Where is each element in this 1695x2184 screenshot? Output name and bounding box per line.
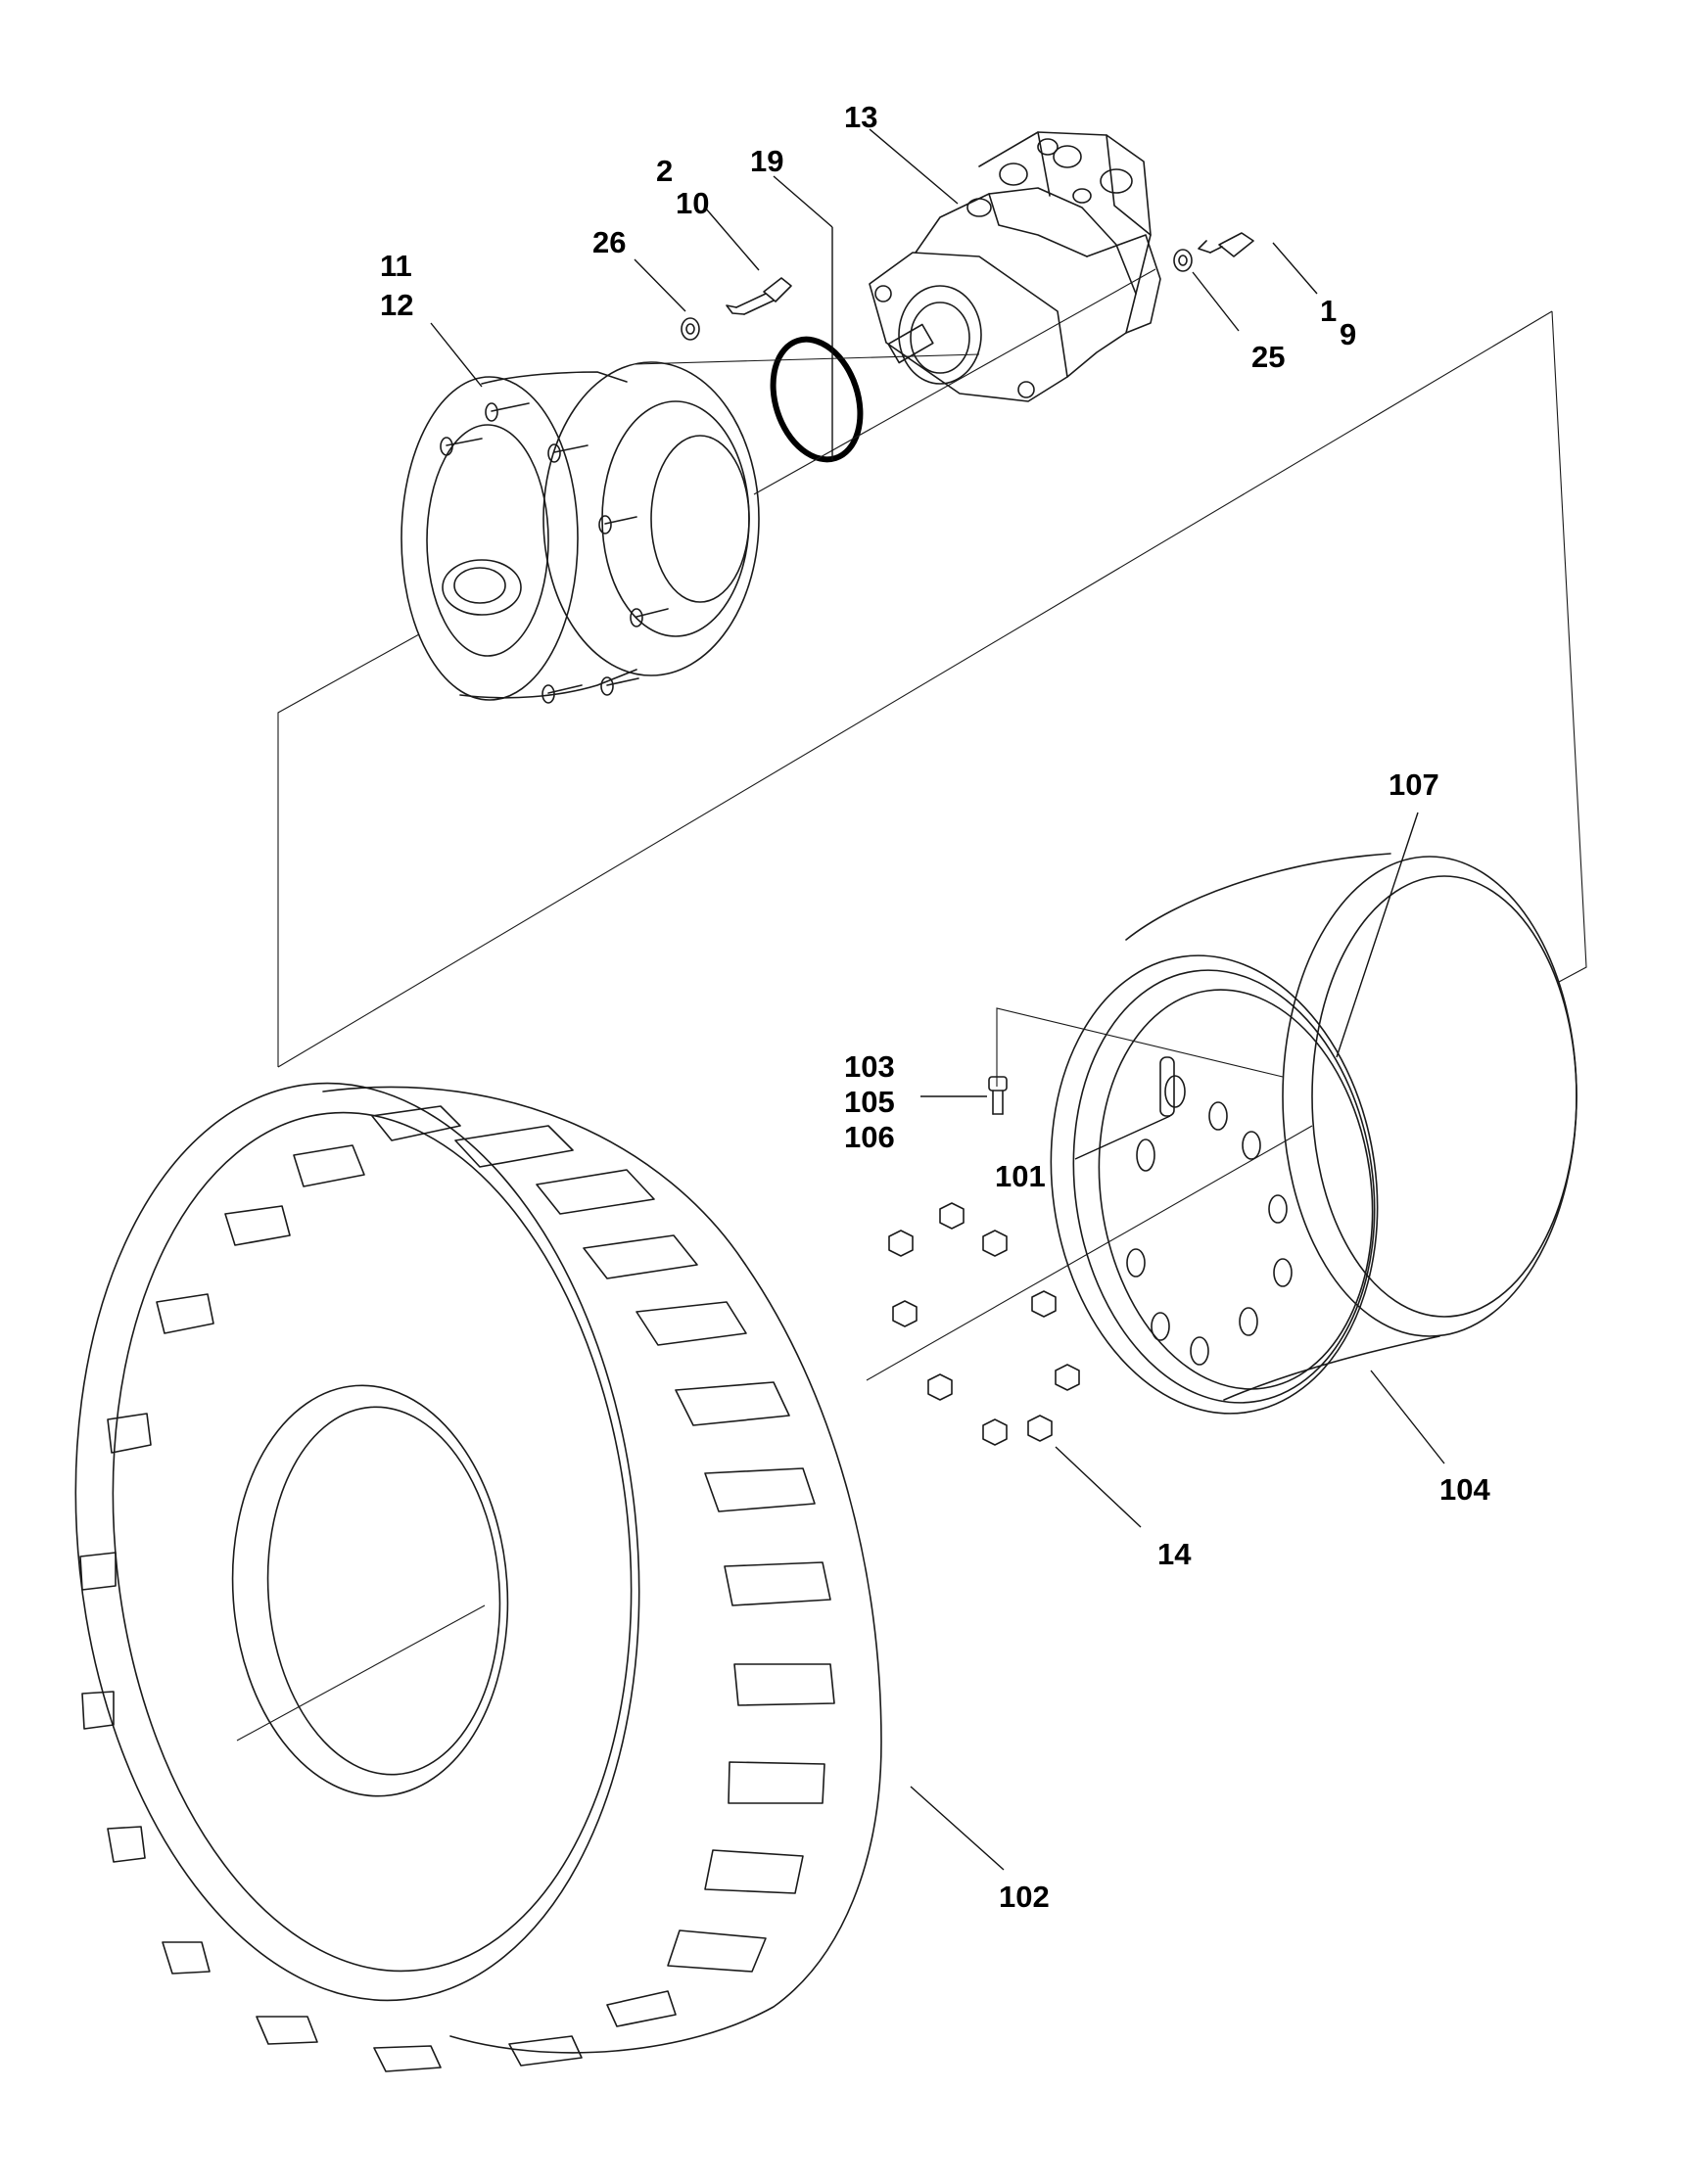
callout-14: 14 xyxy=(1157,1537,1192,1571)
callout-19: 19 xyxy=(750,144,783,178)
valve-leader xyxy=(996,1007,1284,1087)
callouts: 13 19 2 10 26 11 12 1 9 25 107 103 105 1… xyxy=(380,100,1490,1914)
callout-101: 101 xyxy=(995,1159,1046,1193)
callout-25: 25 xyxy=(1251,340,1285,374)
callout-9: 9 xyxy=(1340,317,1356,351)
motor-bolt-right xyxy=(1198,232,1254,257)
callout-104: 104 xyxy=(1439,1472,1490,1507)
tread-lugs xyxy=(79,1105,835,2072)
callout-10: 10 xyxy=(676,186,709,220)
axis-line-bolts xyxy=(634,353,980,365)
leader-lines xyxy=(430,128,1445,1871)
wheel-rim xyxy=(1050,853,1577,1415)
tire xyxy=(74,1082,882,2072)
axis-line-motor xyxy=(753,268,1156,495)
callout-106: 106 xyxy=(844,1120,895,1154)
lug-nuts xyxy=(888,1202,1080,1446)
wheel-hub-drive xyxy=(400,361,760,704)
callout-26: 26 xyxy=(592,225,626,259)
callout-1: 1 xyxy=(1320,294,1337,328)
callout-105: 105 xyxy=(844,1085,895,1119)
assembly-frame-lines xyxy=(277,310,1587,1068)
o-ring xyxy=(770,336,864,463)
hub-bolt-left xyxy=(726,277,792,315)
callout-107: 107 xyxy=(1389,767,1439,802)
washer-right xyxy=(1173,249,1193,272)
callout-11: 11 xyxy=(380,249,412,283)
callout-12: 12 xyxy=(380,288,413,322)
callout-2: 2 xyxy=(656,154,673,188)
washer-left xyxy=(681,317,700,341)
valve-stem xyxy=(988,1076,1008,1115)
callout-102: 102 xyxy=(999,1880,1050,1914)
hydraulic-motor xyxy=(869,131,1161,402)
callout-13: 13 xyxy=(844,100,877,134)
callout-103: 103 xyxy=(844,1049,895,1084)
rim-axis-line xyxy=(866,1125,1313,1381)
wheel-studs xyxy=(440,402,669,704)
